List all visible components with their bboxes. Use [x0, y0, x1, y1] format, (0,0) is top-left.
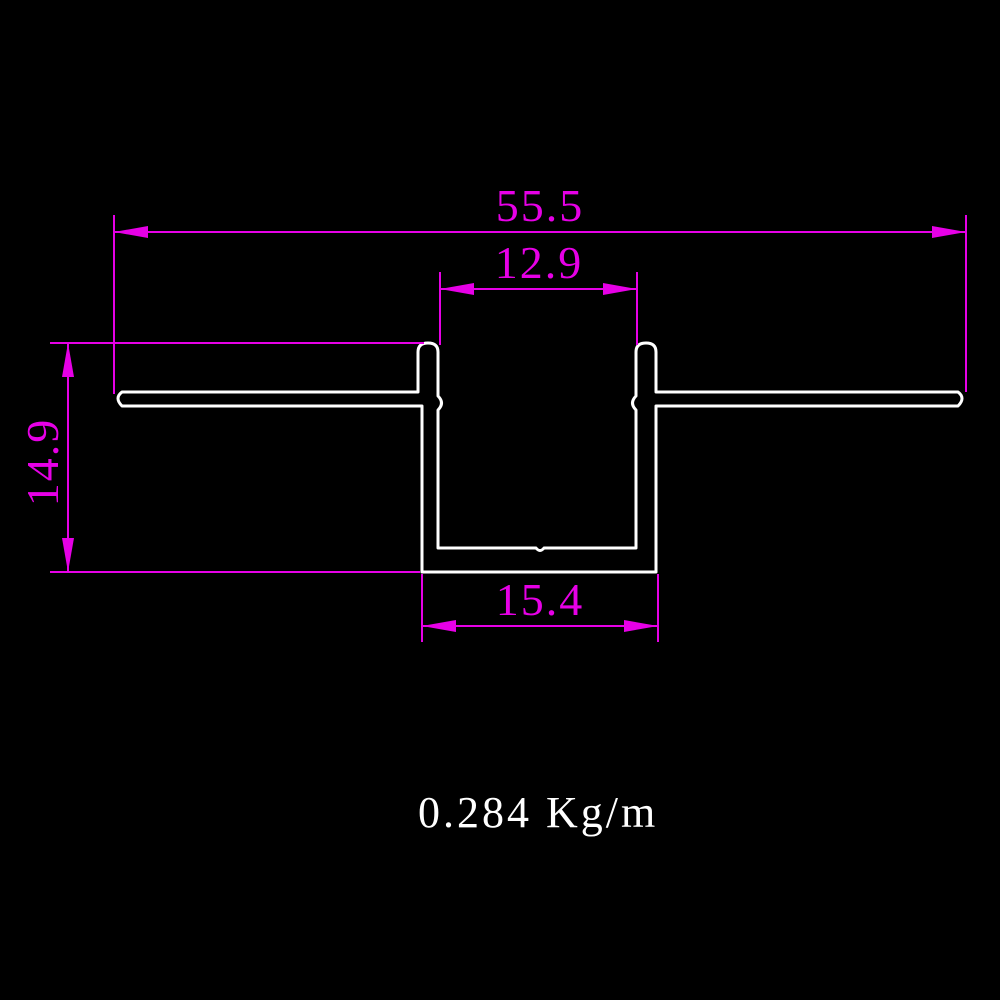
dimension-channel-outer-width: 15.4 — [421, 574, 659, 642]
dimension-label-channel-outer-width: 15.4 — [496, 574, 585, 625]
arrowhead-left — [422, 620, 456, 632]
arrowhead-left — [114, 226, 148, 238]
arrowhead-right — [932, 226, 966, 238]
arrowhead-left — [440, 283, 474, 295]
dimension-height: 14.9 — [17, 342, 424, 573]
dimension-label-height: 14.9 — [17, 418, 68, 507]
weight-label: 0.284 Kg/m — [418, 788, 658, 837]
arrowhead-top — [62, 343, 74, 377]
arrowhead-right — [624, 620, 658, 632]
dimension-channel-inner-width: 12.9 — [439, 237, 638, 345]
profile-outline — [116, 341, 964, 574]
dimension-overall-width: 55.5 — [113, 180, 967, 394]
dimension-label-overall-width: 55.5 — [496, 180, 585, 231]
arrowhead-bottom — [62, 538, 74, 572]
arrowhead-right — [603, 283, 637, 295]
dimension-label-channel-inner-width: 12.9 — [495, 237, 584, 288]
